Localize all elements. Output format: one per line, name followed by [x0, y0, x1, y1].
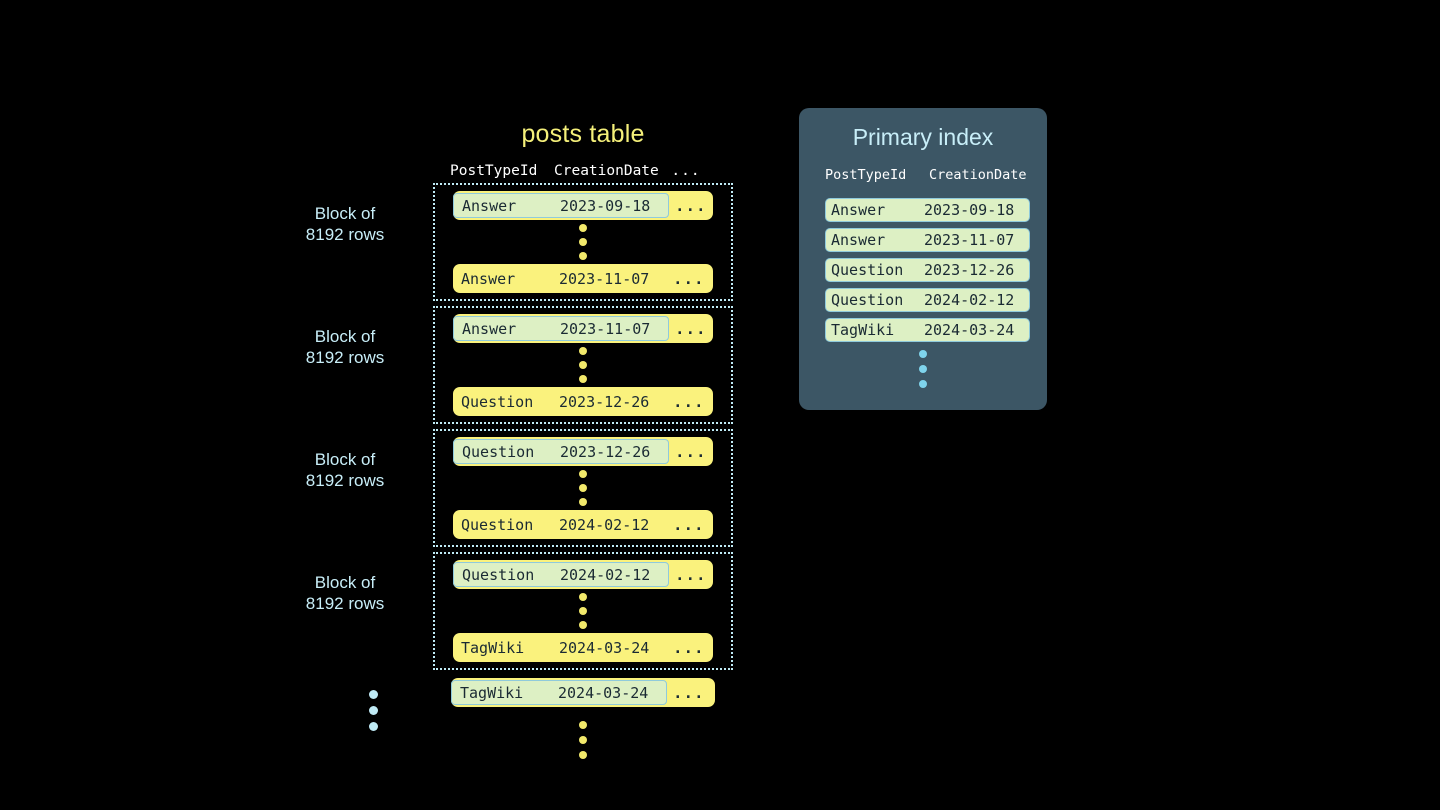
index-row: Question 2023-12-26: [825, 258, 1030, 282]
table-block: Block of 8192 rows Answer 2023-11-07 ...…: [306, 306, 733, 424]
cell-posttypeid: TagWiki: [460, 683, 524, 702]
table-block: Block of 8192 rows Answer 2023-09-18 ...…: [306, 183, 733, 301]
cell-posttypeid: Question: [831, 291, 904, 309]
primary-key-cells: Question 2024-02-12: [453, 512, 667, 537]
column-header-ellipsis: ...: [671, 163, 701, 179]
cell-posttypeid: Answer: [831, 201, 886, 219]
cell-posttypeid: TagWiki: [461, 638, 525, 657]
posts-table-title: posts table: [521, 120, 645, 148]
index-row: Answer 2023-09-18: [825, 198, 1030, 222]
cell-creationdate: 2023-11-07: [560, 319, 651, 338]
cell-posttypeid: Question: [831, 261, 904, 279]
cell-posttypeid: TagWiki: [831, 321, 895, 339]
block-label: Block of 8192 rows: [270, 203, 420, 245]
index-tail-ellipsis: [813, 350, 1033, 388]
cell-posttypeid: Question: [462, 565, 535, 584]
block-label: Block of 8192 rows: [270, 326, 420, 368]
blocks-tail-ellipsis: [369, 690, 378, 731]
cell-creationdate: 2024-02-12: [560, 565, 651, 584]
index-row: Answer 2023-11-07: [825, 228, 1030, 252]
posts-table-group: posts table PostTypeId CreationDate ... …: [306, 120, 733, 765]
block-label-line1: Block of: [314, 450, 376, 469]
cell-creationdate: 2024-03-24: [559, 638, 650, 657]
cell-ellipsis: ...: [673, 683, 705, 702]
cell-creationdate: 2023-12-26: [924, 261, 1015, 279]
cell-creationdate: 2024-03-24: [558, 683, 649, 702]
block-label: Block of 8192 rows: [270, 449, 420, 491]
cell-posttypeid: Question: [461, 392, 534, 411]
cell-creationdate: 2023-09-18: [924, 201, 1015, 219]
rows-ellipsis: [435, 220, 731, 264]
cell-ellipsis: ...: [673, 638, 705, 657]
table-row: Answer 2023-11-07 ...: [453, 314, 713, 343]
cell-ellipsis: ...: [675, 442, 707, 461]
cell-creationdate: 2024-02-12: [924, 291, 1015, 309]
block-label-line2: 8192 rows: [305, 225, 385, 244]
rows-ellipsis: [435, 466, 731, 510]
cell-ellipsis: ...: [675, 196, 707, 215]
cell-creationdate: 2024-03-24: [924, 321, 1015, 339]
cell-ellipsis: ...: [673, 392, 705, 411]
block-label-line1: Block of: [314, 327, 376, 346]
column-header-posttypeid: PostTypeId: [825, 167, 907, 183]
table-row: Answer 2023-11-07 ...: [453, 264, 713, 293]
column-header-posttypeid: PostTypeId: [450, 163, 538, 179]
block-label-line2: 8192 rows: [305, 348, 385, 367]
table-row: Question 2024-02-12 ...: [453, 560, 713, 589]
cell-creationdate: 2023-12-26: [560, 442, 651, 461]
cell-ellipsis: ...: [673, 515, 705, 534]
primary-key-cells: TagWiki 2024-03-24: [453, 635, 667, 660]
index-row: Question 2024-02-12: [825, 288, 1030, 312]
posts-table-column-headers: PostTypeId CreationDate ...: [433, 163, 733, 183]
index-row: TagWiki 2024-03-24: [825, 318, 1030, 342]
primary-key-cells: TagWiki 2024-03-24: [451, 680, 667, 705]
table-row: Question 2024-02-12 ...: [453, 510, 713, 539]
cell-posttypeid: Question: [461, 515, 534, 534]
table-row: Question 2023-12-26 ...: [453, 387, 713, 416]
column-header-creationdate: CreationDate: [554, 163, 659, 179]
primary-index-column-headers: PostTypeId CreationDate: [813, 167, 1033, 183]
rows-ellipsis: [435, 589, 731, 633]
cell-posttypeid: Answer: [462, 196, 517, 215]
cell-creationdate: 2023-11-07: [559, 269, 650, 288]
cell-creationdate: 2023-12-26: [559, 392, 650, 411]
primary-key-cells: Question 2024-02-12: [453, 562, 669, 587]
cell-ellipsis: ...: [675, 319, 707, 338]
primary-key-cells: Question 2023-12-26: [453, 439, 669, 464]
table-tail-ellipsis: [433, 715, 733, 765]
table-row: TagWiki 2024-03-24 ...: [453, 633, 713, 662]
cell-creationdate: 2024-02-12: [559, 515, 650, 534]
block-label-line2: 8192 rows: [305, 594, 385, 613]
table-block: Block of 8192 rows Question 2023-12-26 .…: [306, 429, 733, 547]
cell-ellipsis: ...: [673, 269, 705, 288]
block-label-line2: 8192 rows: [305, 471, 385, 490]
primary-key-cells: Question 2023-12-26: [453, 389, 667, 414]
primary-index-title: Primary index: [852, 124, 994, 150]
cell-posttypeid: Question: [462, 442, 535, 461]
cell-ellipsis: ...: [675, 565, 707, 584]
cell-posttypeid: Answer: [831, 231, 886, 249]
block-label-line1: Block of: [314, 204, 376, 223]
block-label-line1: Block of: [314, 573, 376, 592]
cell-posttypeid: Answer: [461, 269, 516, 288]
primary-key-cells: Answer 2023-11-07: [453, 316, 669, 341]
primary-key-cells: Answer 2023-11-07: [453, 266, 667, 291]
cell-posttypeid: Answer: [462, 319, 517, 338]
primary-key-cells: Answer 2023-09-18: [453, 193, 669, 218]
primary-index-panel: Primary index PostTypeId CreationDate An…: [799, 108, 1047, 410]
cell-creationdate: 2023-11-07: [924, 231, 1015, 249]
column-header-creationdate: CreationDate: [929, 167, 1027, 183]
table-row: TagWiki 2024-03-24 ...: [451, 678, 715, 707]
block-label: Block of 8192 rows: [270, 572, 420, 614]
table-row: Answer 2023-09-18 ...: [453, 191, 713, 220]
rows-ellipsis: [435, 343, 731, 387]
table-block: Block of 8192 rows Question 2024-02-12 .…: [306, 552, 733, 670]
cell-creationdate: 2023-09-18: [560, 196, 651, 215]
table-row: Question 2023-12-26 ...: [453, 437, 713, 466]
